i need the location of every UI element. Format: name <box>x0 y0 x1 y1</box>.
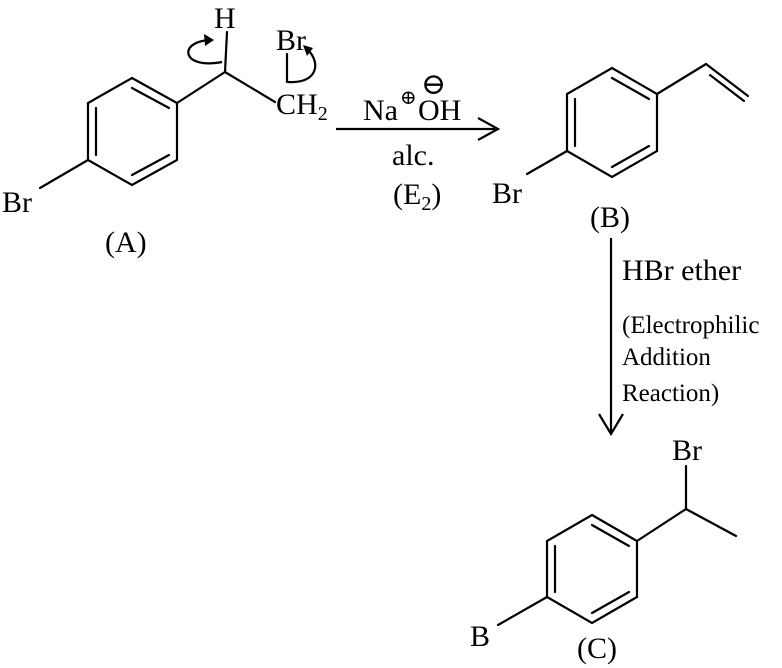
step2-note-line1: (Electrophilic <box>622 312 759 339</box>
compound-c-br-side: Br <box>672 434 702 467</box>
step1-minus-charge: ⊖ <box>421 68 446 101</box>
step2-arrowhead <box>598 413 624 437</box>
compound-a-br-arrowhead <box>303 45 313 56</box>
step1-mechanism: (E2) <box>393 178 441 215</box>
compound-a: Br H CH2 Br (A) <box>2 2 328 259</box>
compound-a-c2-bond <box>223 70 277 104</box>
compound-c-label: (C) <box>577 632 617 665</box>
compound-c: B Br (C) <box>470 434 738 665</box>
compound-b-br-bond <box>525 149 569 176</box>
compound-b-br-ring: Br <box>492 177 522 210</box>
compound-b-vinyl-single <box>655 62 708 96</box>
step1-arrowhead <box>477 117 501 141</box>
compound-a-br-bond <box>38 158 90 190</box>
compound-c-ch-bond <box>635 507 688 543</box>
compound-b: Br (B) <box>492 62 750 234</box>
compound-a-br-ring: Br <box>2 186 32 219</box>
compound-a-h-atom: H <box>214 2 236 35</box>
step1-condition: alc. <box>392 139 434 172</box>
step2-note-line2: Addition <box>622 344 711 371</box>
step1-reagent-oh: OH <box>418 94 461 127</box>
step2: HBr ether (Electrophilic Addition Reacti… <box>598 238 759 437</box>
compound-a-ring-double-bonds <box>94 86 171 177</box>
step1-plus-charge: ⊕ <box>400 87 417 109</box>
compound-c-br-ring: B <box>470 620 490 653</box>
compound-c-br-bond <box>496 595 549 627</box>
step1-reagent-na: Na <box>363 94 398 127</box>
compound-b-vinyl-double-outer <box>704 62 750 98</box>
compound-a-ring <box>86 76 179 187</box>
compound-a-br-side: Br <box>276 24 306 57</box>
compound-a-ch2: CH2 <box>276 88 328 125</box>
compound-b-ring <box>565 66 659 179</box>
compound-c-methyl-bond <box>684 507 738 538</box>
compound-c-ring <box>545 513 639 625</box>
compound-b-vinyl-double-inner <box>708 73 746 103</box>
compound-a-h-arrowhead <box>204 34 214 46</box>
compound-b-label: (B) <box>590 201 630 234</box>
step1: Na ⊕ ⊖ OH alc. (E2) <box>336 68 501 215</box>
compound-a-c1-bond <box>175 70 227 105</box>
compound-b-ring-double-bonds <box>573 76 651 169</box>
compound-a-h-curved-arrow <box>187 38 223 65</box>
step2-reagent: HBr ether <box>622 254 741 287</box>
step2-note-line3: Reaction) <box>622 380 719 407</box>
compound-c-ring-double-bonds <box>553 523 631 615</box>
compound-a-h-bond <box>223 30 229 74</box>
compound-a-label: (A) <box>105 226 147 259</box>
